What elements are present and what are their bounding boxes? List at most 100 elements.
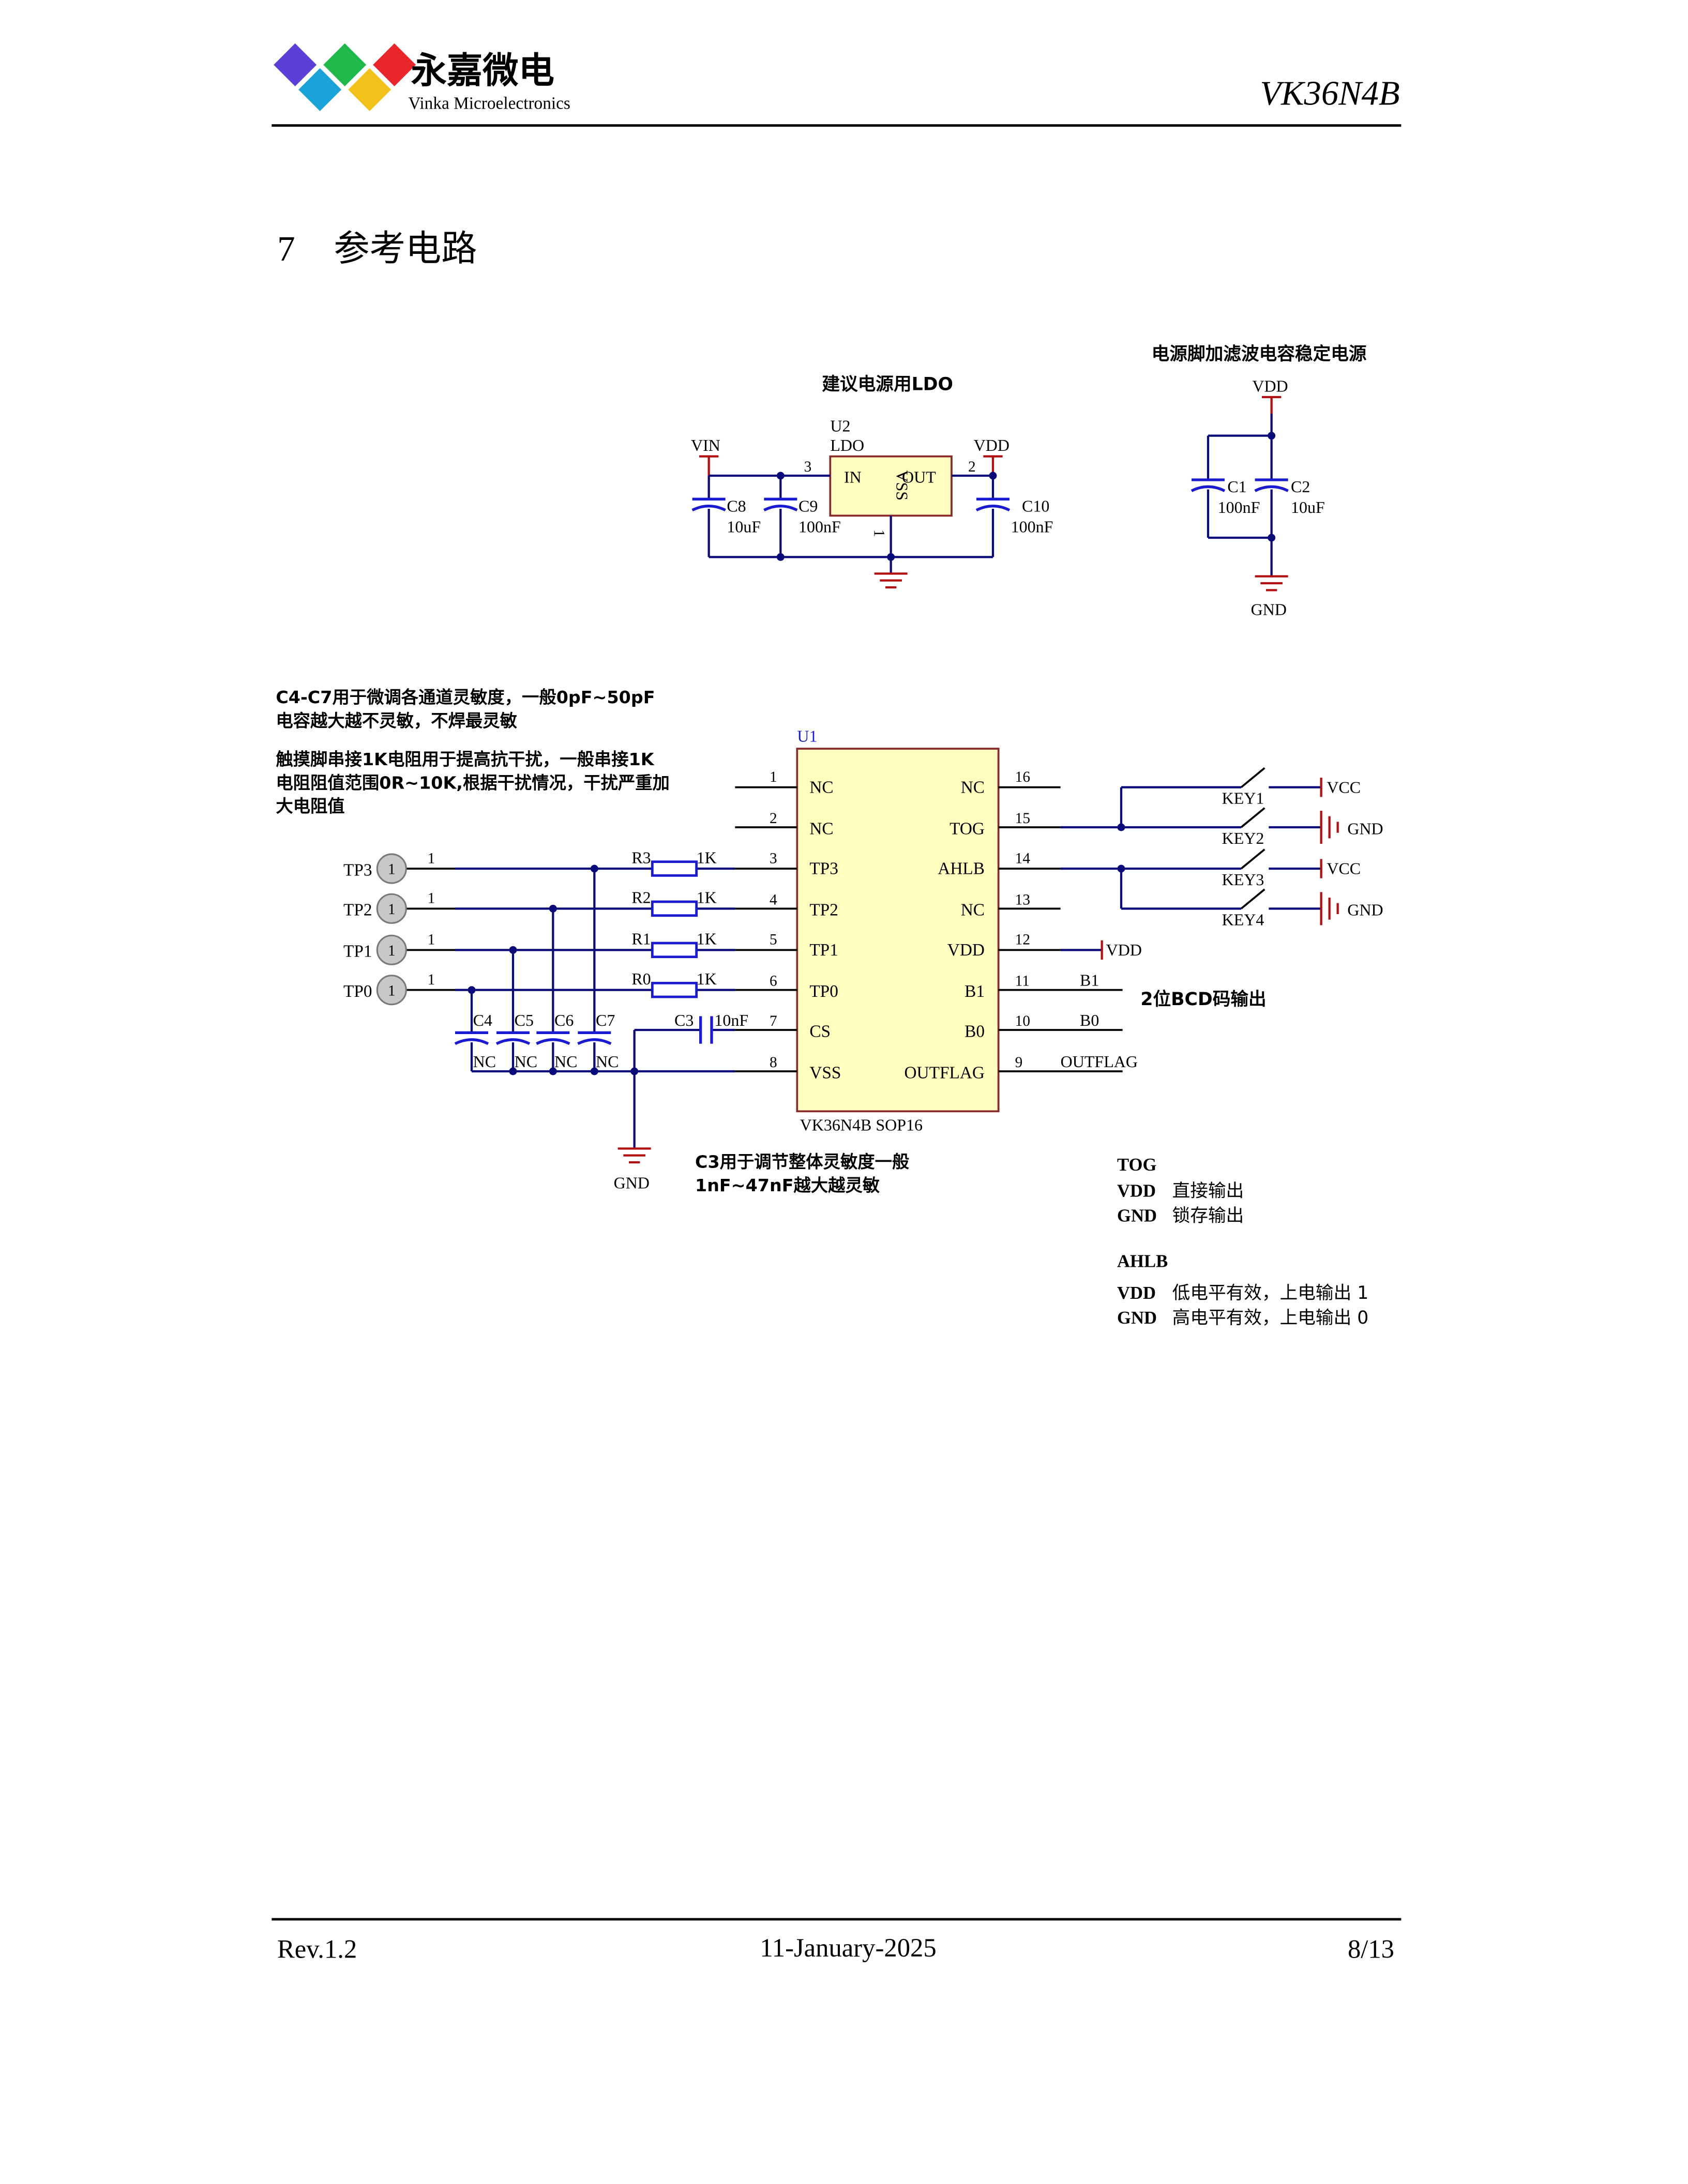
legend-tog-title: TOG <box>1117 1155 1156 1175</box>
resistor-r1 <box>651 942 698 959</box>
key-net: VCC <box>1327 778 1361 796</box>
u1-pin-name: TOG <box>950 819 985 838</box>
resistor-r0 <box>651 981 698 998</box>
u1-pin-number: 11 <box>1015 973 1030 990</box>
filter-circuit: 电源脚加滤波电容稳定电源 VDD C1 100nF C2 10uF GND <box>1152 344 1367 618</box>
key-switch-key1[interactable]: KEY1 VCC <box>1121 767 1361 808</box>
main-circuit: U1 VK36N4B SOP16 1 2 3 4 5 6 7 8 NC NC T… <box>343 727 1383 1192</box>
u1-pin-number: 3 <box>770 850 777 867</box>
filter-gnd-label: GND <box>1251 600 1287 618</box>
touch-pad-tp0[interactable]: 1 TP0 <box>343 975 407 1006</box>
touch-pad-label: TP0 <box>343 982 372 1001</box>
c2-value: 10uF <box>1291 498 1325 517</box>
u1-pin-number: 13 <box>1015 891 1030 908</box>
u1-pin-number: 15 <box>1015 810 1030 827</box>
output-nets: B1 B0 OUTFLAG 2位BCD码输出 <box>998 971 1267 1072</box>
u1-pin-name: TP1 <box>809 941 838 960</box>
junction <box>1268 534 1276 542</box>
u1-pin-number: 16 <box>1015 769 1030 785</box>
u1-right-pins: 16 15 14 13 12 11 10 9 NC TOG AHLB NC VD… <box>904 769 1061 1082</box>
junction <box>887 553 895 561</box>
note-resistor-line2: 电阻阻值范围0R~10K,根据干扰情况，干扰严重加 <box>276 772 670 793</box>
capacitor-value: NC <box>554 1052 577 1071</box>
filter-title: 电源脚加滤波电容稳定电源 <box>1152 344 1367 365</box>
key-switch-key2[interactable]: KEY2 GND <box>1121 807 1383 847</box>
logo-diamond-blue <box>298 68 342 111</box>
ldo-pin-out: OUT <box>902 467 936 486</box>
junction <box>989 472 997 480</box>
c2-ref: C2 <box>1291 477 1310 496</box>
capacitor-c8: C8 10uF <box>691 496 761 536</box>
junction <box>468 986 476 994</box>
resistor-ref: R2 <box>631 888 651 907</box>
touch-pad-tp2[interactable]: 1 TP2 <box>343 893 407 924</box>
capacitor-c5 <box>495 1031 531 1045</box>
resistor-r3 <box>651 860 698 877</box>
note-c4c7-line2: 电容越大越不灵敏，不焊最灵敏 <box>276 710 517 731</box>
u1-pin-name: AHLB <box>938 859 985 878</box>
resistor-value: 1K <box>697 930 717 948</box>
legend-tog-desc: 锁存输出 <box>1172 1206 1244 1226</box>
header: 永嘉微电 Vinka Microelectronics VK36N4B <box>272 43 1401 127</box>
touch-pad-tp3[interactable]: 1 TP3 <box>343 853 407 884</box>
series-resistors: R3 R2 R1 R0 1K 1K 1K 1K <box>631 848 717 998</box>
filter-ground-symbol <box>1255 575 1288 592</box>
bcd-output-label: 2位BCD码输出 <box>1140 989 1266 1010</box>
c9-value: 100nF <box>798 517 841 536</box>
logo-diamond-purple <box>274 43 317 86</box>
logo-english-name: Vinka Microelectronics <box>408 94 570 113</box>
key-ref: KEY2 <box>1222 829 1264 847</box>
u1-pin-number: 8 <box>770 1054 777 1071</box>
c1-ref: C1 <box>1227 477 1246 496</box>
ldo-title: 建议电源用LDO <box>822 374 953 395</box>
resistor-value: 1K <box>697 969 717 988</box>
capacitor-value: NC <box>473 1052 496 1071</box>
touch-pad-number: 1 <box>388 982 396 999</box>
capacitor-ref: C5 <box>515 1011 534 1029</box>
junction <box>590 865 598 873</box>
key-switch-key3[interactable]: KEY3 VCC <box>1121 848 1361 889</box>
u1-pin-name: NC <box>809 819 833 838</box>
ldo-pin-vss: VSS <box>893 470 911 501</box>
u1-vdd-label: VDD <box>1106 941 1142 959</box>
junction <box>509 1067 517 1075</box>
footer-page-number: 8/13 <box>1348 1935 1394 1964</box>
capacitor-c9: C9 100nF <box>763 496 841 536</box>
c1-value: 100nF <box>1218 498 1260 517</box>
footer-revision: Rev.1.2 <box>277 1935 357 1964</box>
key-ref: KEY3 <box>1222 870 1264 889</box>
u1-vdd-power: VDD <box>998 940 1142 960</box>
capacitor-c2: C2 10uF <box>1254 477 1325 517</box>
legend-ahlb-title: AHLB <box>1117 1252 1168 1271</box>
u2-type: LDO <box>830 436 864 454</box>
legend-tog-desc: 直接输出 <box>1172 1181 1244 1202</box>
u1-pin-name: B0 <box>964 1022 985 1041</box>
junction <box>776 553 785 561</box>
c8-value: 10uF <box>727 517 761 536</box>
company-logo: 永嘉微电 Vinka Microelectronics <box>274 43 570 113</box>
u1-pin-name: CS <box>809 1022 831 1041</box>
touch-pad-label: TP3 <box>343 860 372 879</box>
legend-tog-key: VDD <box>1117 1181 1156 1201</box>
u1-pin-number: 10 <box>1015 1013 1030 1029</box>
resistor-ref: R3 <box>631 848 651 867</box>
junction <box>590 1067 598 1075</box>
key-switch-key4[interactable]: KEY4 GND <box>1121 888 1383 929</box>
key-ref: KEY1 <box>1222 789 1264 808</box>
junction <box>549 904 557 913</box>
touch-pad-number: 1 <box>388 861 396 878</box>
touch-pad-tp1[interactable]: 1 TP1 <box>343 934 407 965</box>
ldo-vin-label: VIN <box>691 436 720 454</box>
section-title: 参考电路 <box>334 228 477 269</box>
u1-pin-name: NC <box>961 778 985 797</box>
u1-pin-name: TP2 <box>809 901 838 920</box>
touch-wires <box>455 867 797 991</box>
footer-date: 11-January-2025 <box>760 1933 936 1962</box>
junction <box>549 1067 557 1075</box>
logo-diamond-yellow <box>348 68 391 111</box>
u1-part-name: VK36N4B SOP16 <box>800 1116 923 1134</box>
footer: Rev.1.2 11-January-2025 8/13 <box>272 1918 1401 1964</box>
net-b0-label: B0 <box>1080 1011 1099 1029</box>
